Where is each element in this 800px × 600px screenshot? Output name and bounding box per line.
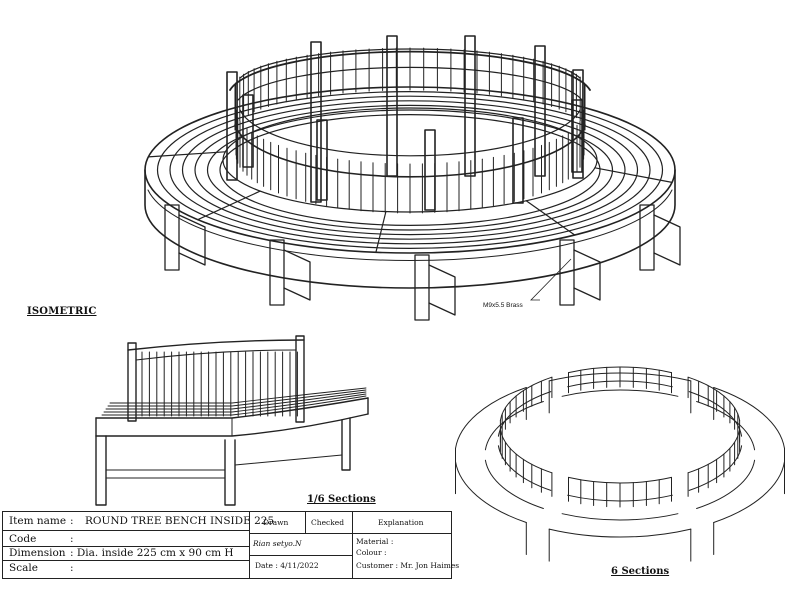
- back-post: [226, 71, 238, 181]
- dimension-label: Dimension: [9, 547, 66, 559]
- dimension-value: : Dia. inside 225 cm x 90 cm H: [70, 547, 234, 559]
- module-outer-edge: [713, 387, 785, 449]
- drawn-header: Drawn: [263, 518, 289, 527]
- leg-brace: [653, 214, 681, 266]
- seat-slat: [194, 104, 626, 236]
- module-inner-edge: [696, 459, 756, 509]
- bench-module: [687, 376, 785, 481]
- back-post: [464, 35, 476, 177]
- code-sep: :: [70, 533, 74, 545]
- seat-slat: [169, 95, 651, 245]
- module-backrest-rail: [497, 391, 552, 437]
- explanation-header: Explanation: [378, 518, 424, 527]
- leg-brace: [428, 264, 456, 316]
- scale-sep: :: [70, 562, 74, 574]
- colour-field: Colour :: [356, 548, 387, 557]
- module-outer-edge: [455, 387, 527, 449]
- module-outer-edge: [455, 461, 527, 523]
- leg: [559, 239, 575, 306]
- seat-slat: [206, 109, 614, 231]
- drawn-by-signature: Rian setyo.N: [253, 539, 302, 548]
- customer-field: Customer : Mr. Jon Haimes: [356, 561, 460, 570]
- fastener-callout: M9x5.5 Brass: [483, 302, 523, 309]
- module-outer-edge: [548, 528, 692, 538]
- module-inner-edge: [484, 401, 544, 451]
- checked-header: Checked: [311, 518, 344, 527]
- back-post: [242, 94, 254, 168]
- scale-label: Scale: [9, 562, 38, 574]
- six-sections-label: 6 Sections: [611, 566, 670, 577]
- callout-leader: [530, 258, 572, 301]
- section-seat-slat: [101, 395, 367, 416]
- module-inner-edge: [561, 389, 679, 397]
- back-post: [316, 119, 328, 201]
- bench-module: [687, 429, 785, 555]
- section-seat-slat: [107, 389, 367, 407]
- section-seat-slat: [105, 391, 367, 410]
- seat-seam: [375, 211, 387, 253]
- module-inner-edge: [696, 401, 756, 451]
- module-backrest-top: [568, 476, 672, 484]
- module-backrest-top: [499, 429, 553, 474]
- back-post: [310, 41, 322, 203]
- section-view: [95, 335, 369, 506]
- leg-brace: [178, 214, 206, 266]
- leg: [639, 204, 655, 271]
- module-backrest-top: [687, 429, 741, 474]
- back-post: [424, 129, 436, 211]
- back-post: [571, 99, 583, 173]
- seat-slat: [156, 90, 664, 250]
- leg-brace: [573, 249, 601, 301]
- isometric-view: [144, 35, 681, 321]
- section-label: 1/6 Sections: [307, 494, 376, 505]
- back-post: [534, 45, 546, 177]
- module-inner-edge: [484, 459, 544, 509]
- seat-seam: [197, 190, 261, 221]
- module-outer-edge: [713, 461, 785, 523]
- title-block: Item name : ROUND TREE BENCH INSIDE 225 …: [2, 511, 459, 579]
- material-field: Material :: [356, 537, 394, 546]
- item-name-sep: :: [70, 515, 74, 527]
- bench-module: [548, 366, 692, 414]
- back-post: [386, 35, 398, 177]
- seat-slat: [181, 100, 639, 240]
- module-backrest-rail: [688, 391, 743, 437]
- back-post: [512, 117, 524, 204]
- seat-slat: [219, 113, 601, 227]
- item-name-label: Item name: [9, 515, 67, 527]
- section-seat-slat: [109, 387, 367, 404]
- six-sections-view: [455, 366, 785, 562]
- section-seat-slat: [103, 393, 367, 413]
- seat-seam: [147, 151, 226, 158]
- seat-seam: [594, 167, 673, 183]
- bench-module: [548, 476, 692, 562]
- leg: [269, 239, 285, 306]
- bench-module: [455, 376, 553, 481]
- back-post: [572, 69, 584, 179]
- code-label: Code: [9, 533, 37, 545]
- item-name-value: ROUND TREE BENCH INSIDE 225: [85, 515, 275, 527]
- leg-brace: [283, 249, 311, 301]
- isometric-label: ISOMETRIC: [27, 306, 97, 317]
- module-backrest-rail: [688, 445, 743, 491]
- leg: [164, 204, 180, 271]
- drawing-date: Date : 4/11/2022: [255, 561, 319, 570]
- bench-module: [455, 429, 553, 555]
- module-backrest-rail: [497, 445, 552, 491]
- seat-seam: [525, 200, 576, 236]
- module-inner-edge: [561, 513, 679, 521]
- leg: [414, 254, 430, 321]
